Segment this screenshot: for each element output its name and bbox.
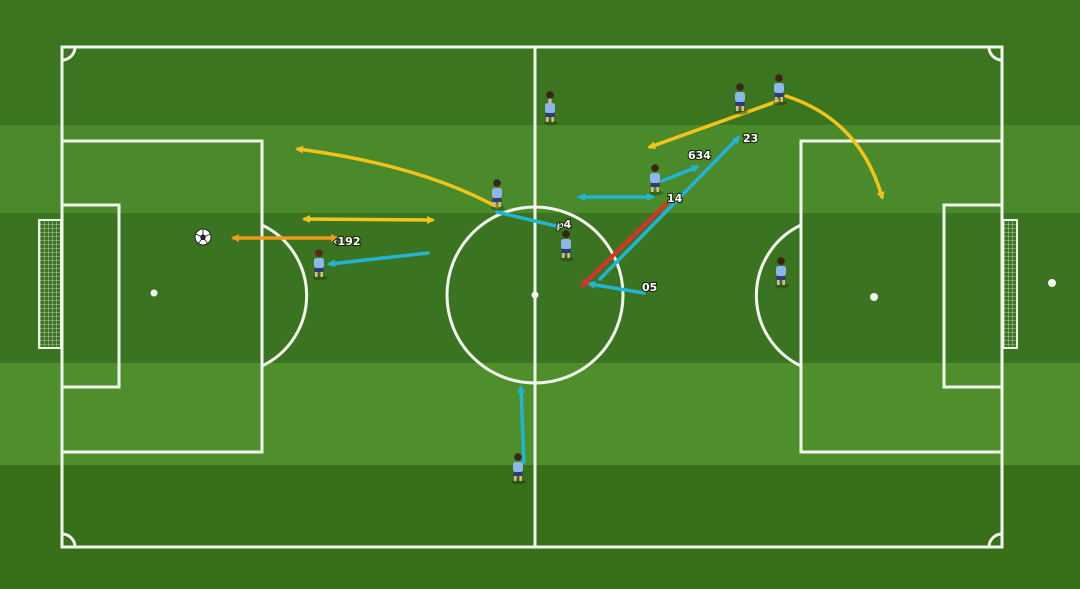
cyan-arrow-to-left [327,251,430,268]
right-penalty-arc [754,223,802,368]
players [313,74,789,485]
cyan-arrow-vertical [517,385,526,464]
center-spot [531,291,539,299]
red-arrow [580,202,668,288]
player-label-634: 634 [688,149,711,162]
player [649,164,663,196]
player [560,230,574,262]
corner-arc-top-left [61,46,77,62]
player-label-192: ‹192 [333,235,361,248]
corner-arc-bottom-left [61,532,77,548]
player-label-184: ℘4 [556,218,572,231]
ball [194,228,212,246]
ball-marker-right [1048,279,1056,287]
player-label-05: 05 [642,281,657,294]
player-label-23: 23 [743,132,758,145]
center-circle [445,205,625,385]
corner-arc-top-right [987,46,1003,62]
player [544,91,558,126]
player [775,257,789,289]
player [491,179,505,211]
player [512,453,526,485]
movement-arrows [231,94,885,464]
player [773,74,787,106]
cyan-arrow-diagonal [598,135,741,281]
yellow-arrow-double [302,215,435,224]
corner-arc-bottom-right [987,532,1003,548]
yellow-arrow-top [647,99,780,150]
left-goal [38,219,62,349]
right-penalty-spot [870,293,878,301]
player [734,83,748,115]
right-goal [1002,219,1018,349]
cyan-arrow-return [587,280,646,295]
cyan-arrow-short [660,165,700,183]
cyan-arrow-center [495,210,562,229]
left-penalty-spot [150,289,158,297]
player [313,249,327,281]
yellow-arrow-curve [784,94,885,200]
yellow-arrow-long-left [295,145,499,209]
player-label-14: 14 [667,192,683,205]
